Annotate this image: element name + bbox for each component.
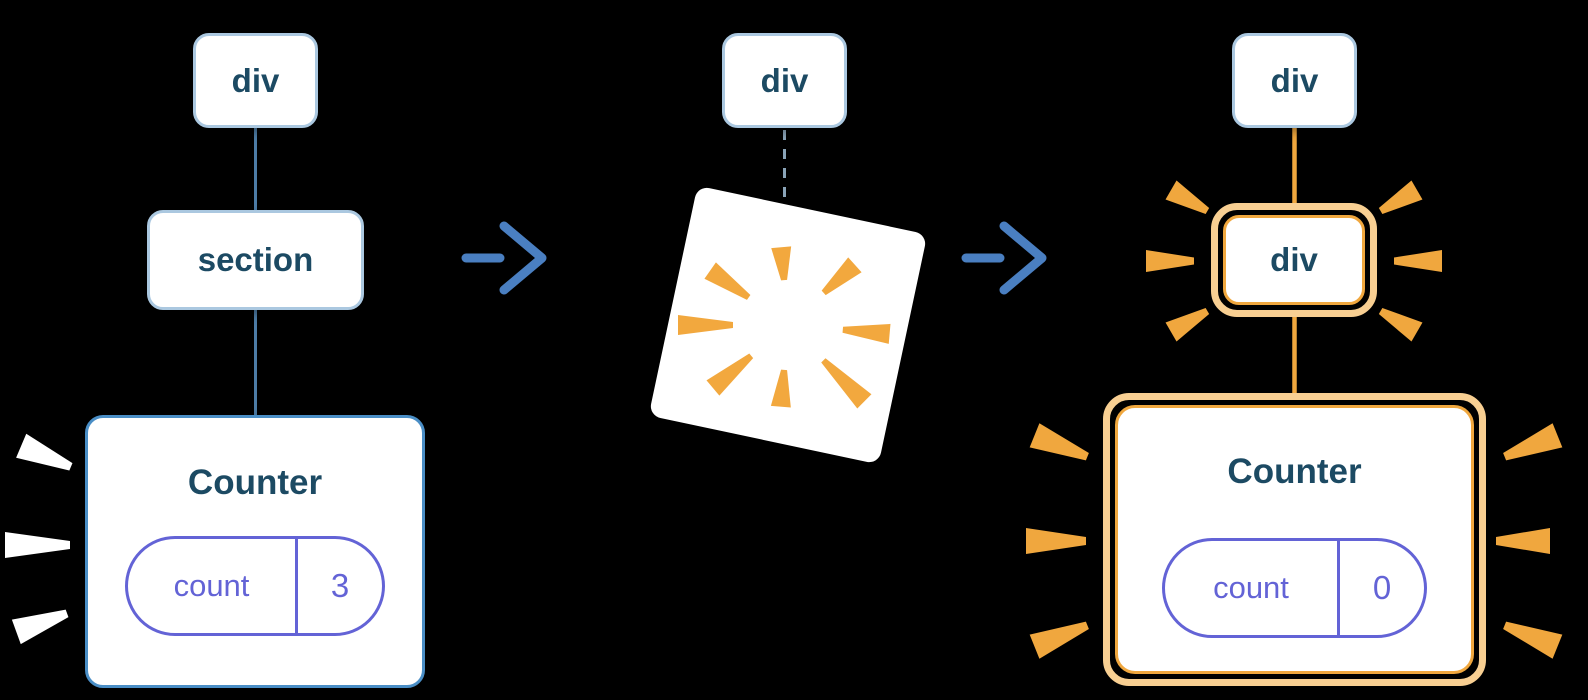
deleted-dom-card: [650, 187, 926, 463]
state-key-cell: count: [1165, 541, 1340, 635]
state-value-cell: 0: [1372, 569, 1392, 606]
explosion-burst-icon: [678, 246, 891, 409]
highlighted-counter-component: Counter count 0: [1103, 393, 1486, 686]
state-pill: count 3: [125, 536, 385, 636]
state-pill: count 0: [1162, 538, 1427, 638]
node-label: div: [760, 61, 809, 99]
tree-node-div: div: [722, 33, 847, 128]
counter-title: Counter: [187, 463, 323, 502]
transition-arrow-icon: [461, 221, 547, 295]
poof-marks-icon: [5, 433, 73, 645]
node-label: div: [231, 61, 280, 99]
node-label: section: [197, 241, 314, 278]
counter-component: Counter count 3: [85, 415, 425, 688]
node-label: div: [1270, 61, 1319, 99]
node-label: div: [1270, 241, 1318, 278]
tree-node-section: section: [147, 210, 364, 310]
highlighted-div-node: div: [1211, 203, 1377, 317]
tree-node-div: div: [193, 33, 318, 128]
state-key-cell: count: [128, 539, 298, 633]
tree-node-div: div: [1232, 33, 1357, 128]
counter-title: Counter: [1227, 452, 1362, 491]
transition-arrow-icon: [961, 221, 1047, 295]
state-value-cell: 3: [330, 567, 350, 604]
